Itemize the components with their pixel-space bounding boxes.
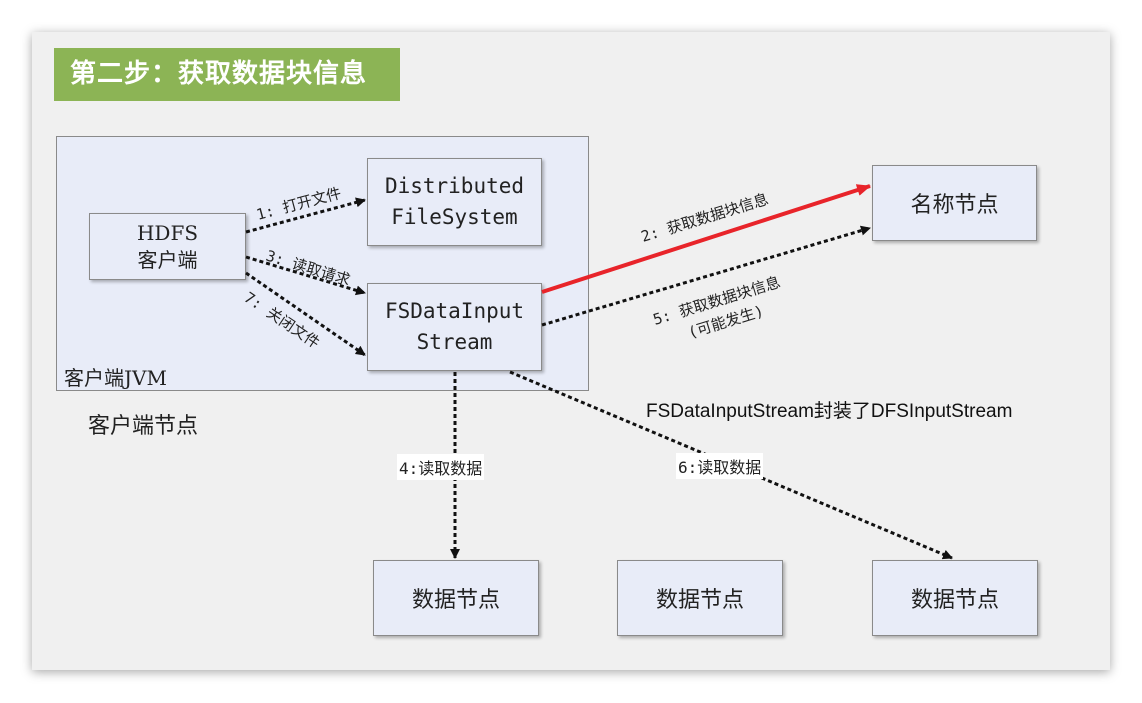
name-node-box: 名称节点 <box>872 165 1037 241</box>
distributed-fs-line2: FileSystem <box>391 205 518 229</box>
hdfs-client-line2: 客户端 <box>137 247 198 272</box>
fsdata-note: FSDataInputStream封装了DFSInputStream <box>646 401 1013 422</box>
label-read-data-6: 6:读取数据 <box>676 453 764 479</box>
label-read-request: 3: 读取请求 <box>264 247 353 290</box>
distributed-fs-line1: Distributed <box>384 174 525 198</box>
data-node-1-box: 数据节点 <box>373 560 539 636</box>
arrow-get-block-info <box>541 184 871 294</box>
label-read-data-4: 4:读取数据 <box>397 454 485 480</box>
arrow-get-block-info-maybe <box>541 225 871 327</box>
fsdatainputstream-box: FSDataInput Stream <box>367 283 542 371</box>
fsdata-line1: FSDataInput <box>384 299 525 323</box>
client-jvm-label: 客户端JVM <box>64 366 167 390</box>
arrow-close-file <box>245 271 366 357</box>
data-node-3-box: 数据节点 <box>872 560 1038 636</box>
label-open-file: 1: 打开文件 <box>254 184 343 224</box>
distributed-filesystem-box: Distributed FileSystem <box>367 158 542 246</box>
slide-title: 第二步：获取数据块信息 <box>54 48 400 101</box>
client-node-label: 客户端节点 <box>88 414 199 439</box>
data-node-2-box: 数据节点 <box>617 560 783 636</box>
hdfs-client-box: HDFS 客户端 <box>89 213 246 280</box>
hdfs-client-line1: HDFS <box>136 220 199 245</box>
fsdata-line2: Stream <box>416 330 493 354</box>
